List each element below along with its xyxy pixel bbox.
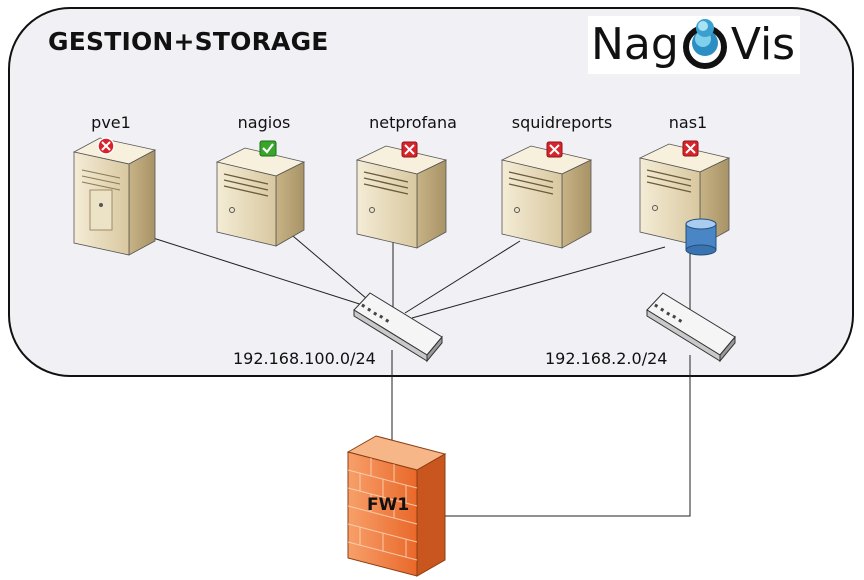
host-label-pve1: pve1	[91, 113, 131, 132]
zone-title: GESTION+STORAGE	[48, 27, 329, 56]
firewall-fw1-icon[interactable]	[346, 435, 447, 577]
switch-192-168-100-0[interactable]	[353, 292, 443, 363]
switch-192-168-2-0[interactable]	[646, 292, 736, 363]
network-label-192-168-100-0: 192.168.100.0/24	[233, 349, 376, 368]
status-nas1-red-x-icon	[682, 140, 699, 157]
logo-text-right: Vis	[730, 19, 796, 70]
host-label-nas1: nas1	[668, 113, 708, 132]
host-label-nagios: nagios	[237, 113, 291, 132]
logo-text-left: Nag	[591, 19, 679, 70]
nagvis-logo: Nag Vis	[588, 16, 800, 74]
host-nagios-server-icon[interactable]	[215, 147, 306, 247]
host-netprofana-server-icon[interactable]	[355, 145, 448, 249]
link-nas1-switch1	[411, 246, 666, 319]
nas1-storage-icon	[685, 218, 717, 256]
firewall-label: FW1	[367, 495, 409, 515]
status-squidreports-red-x-icon	[546, 141, 563, 158]
host-squidreports-server-icon[interactable]	[500, 145, 593, 249]
status-pve1-red-x-icon	[97, 137, 115, 155]
host-label-squidreports: squidreports	[511, 113, 613, 132]
status-netprofana-red-x-icon	[401, 141, 418, 158]
host-pve1-server-icon[interactable]	[72, 137, 157, 256]
host-nas1-server-icon[interactable]	[638, 143, 731, 247]
link-squidreports-switch1	[404, 240, 521, 314]
link-pve1-switch1	[149, 236, 373, 309]
link-nagios-switch1	[279, 224, 381, 311]
network-label-192-168-2-0: 192.168.2.0/24	[545, 349, 668, 368]
host-label-netprofana: netprofana	[369, 113, 457, 132]
link-switch2-fw1	[433, 355, 691, 517]
nagvis-eye-icon	[682, 19, 727, 69]
status-nagios-green-check-icon	[259, 140, 277, 157]
